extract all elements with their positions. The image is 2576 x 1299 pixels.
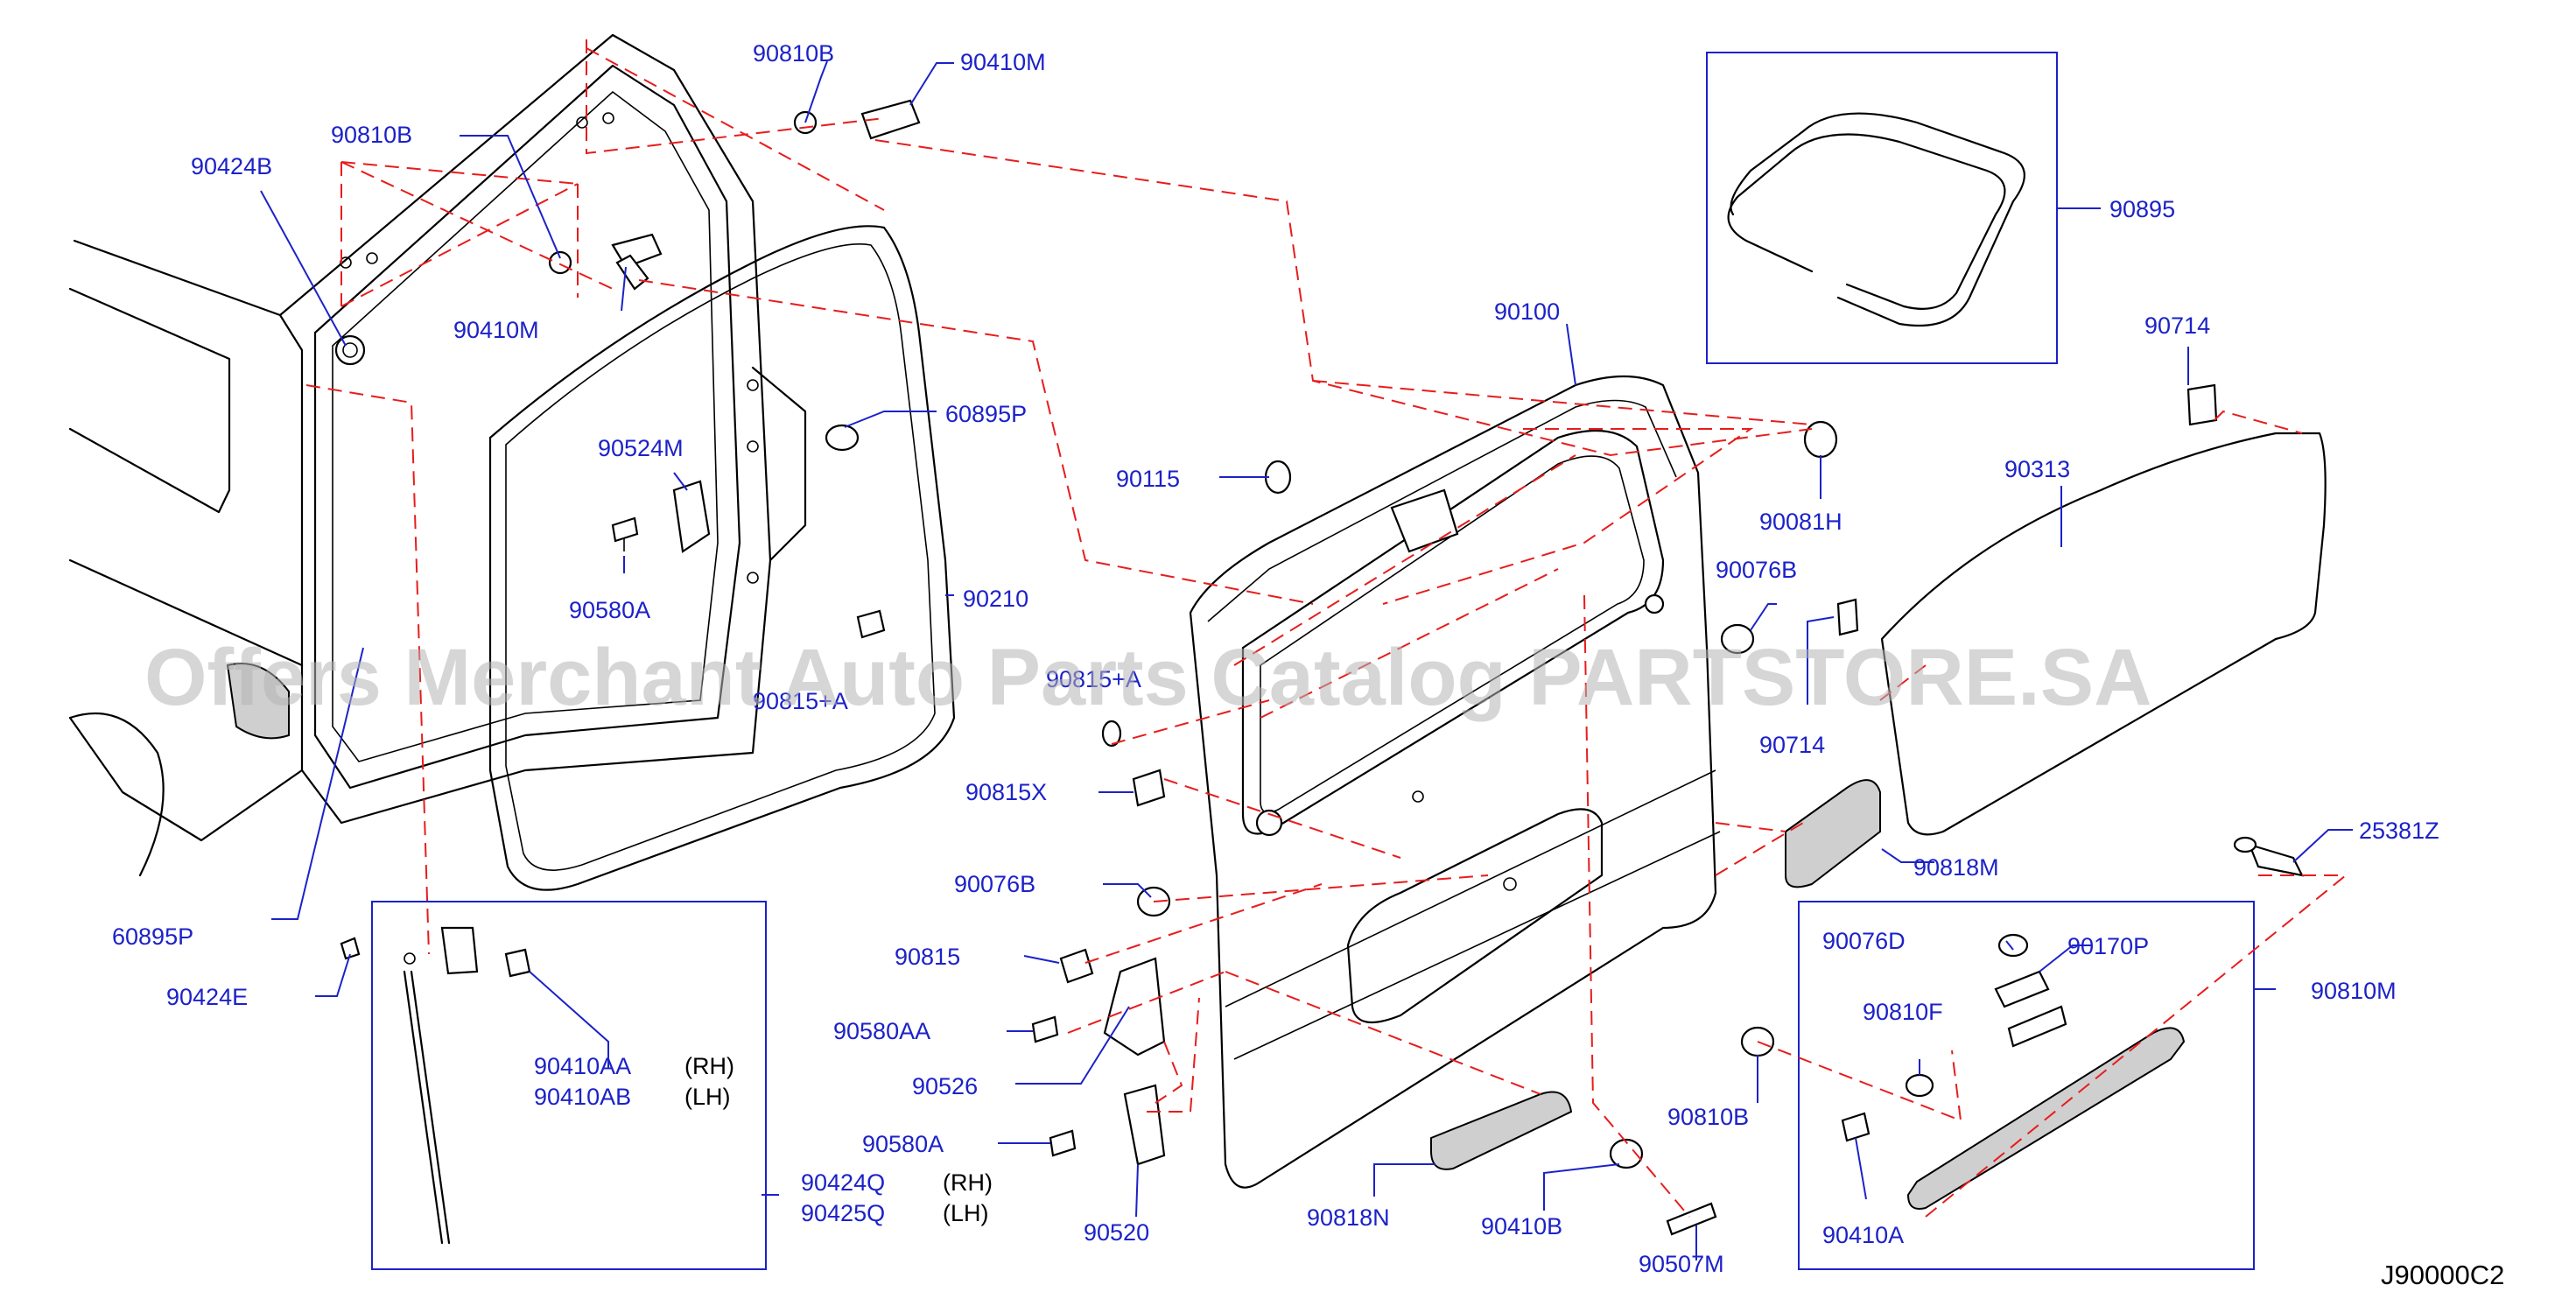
label-90810b-low: 90810B [1667, 1104, 1749, 1130]
box-90895 [1706, 52, 2058, 364]
label-90410m-left: 90410M [453, 317, 539, 343]
label-90410ab: 90410AB [534, 1084, 631, 1110]
label-90810m: 90810M [2311, 978, 2397, 1004]
label-90524m: 90524M [598, 435, 684, 461]
label-90424q: 90424Q [801, 1169, 885, 1196]
label-90526: 90526 [912, 1073, 978, 1099]
bumper-90815a-drawing [856, 609, 886, 639]
label-lh-1: (LH) [684, 1084, 731, 1110]
label-90580a: 90580A [569, 597, 650, 623]
label-90076b-left: 90076B [954, 871, 1035, 897]
hinge-90410m-left-drawing [548, 233, 663, 291]
plug-90115-drawing [1264, 460, 1292, 495]
label-90424e: 90424E [166, 984, 248, 1010]
label-90810b-top: 90810B [753, 40, 834, 67]
watermark: Offers Merchant Auto Parts Catalog PARTS… [144, 633, 2152, 722]
label-90425q: 90425Q [801, 1200, 885, 1226]
vehicle-body-drawing [68, 33, 807, 877]
label-90815x: 90815X [965, 779, 1047, 805]
label-90076b-right: 90076B [1716, 557, 1797, 583]
connector-25381z-drawing [2233, 836, 2304, 877]
clip-90815a-mid-drawing [1101, 720, 1122, 748]
label-90081h: 90081H [1759, 509, 1843, 535]
leader-lines [260, 60, 2353, 1270]
spacer-90714-mid-drawing [1836, 598, 1859, 636]
part-labels: 90810B 90410M 90810B 90424B 90410M 60895… [112, 40, 2439, 1277]
label-90815a-mid: 90815+A [1046, 666, 1141, 692]
label-90076d: 90076D [1822, 928, 1906, 954]
nut-90410b-drawing [1609, 1138, 1717, 1236]
label-90410m-top: 90410M [960, 49, 1046, 75]
hinge-90526-drawing [1031, 957, 1166, 1057]
hinge-90410m-top-drawing [793, 99, 921, 140]
label-90410b: 90410B [1481, 1213, 1562, 1239]
label-90313: 90313 [2004, 456, 2070, 482]
weatherstrip-90210-drawing [488, 225, 956, 891]
label-90410aa: 90410AA [534, 1053, 631, 1079]
garnish-90818n-drawing [1430, 1091, 1573, 1170]
glass-90313-drawing [1880, 432, 2327, 836]
bracket-90524m-drawing [611, 480, 711, 553]
grommet-60895p-drawing [825, 424, 860, 452]
cap-90081h-drawing [1803, 420, 1838, 459]
garnish-90818m-drawing [1785, 779, 1881, 888]
label-90410a: 90410A [1822, 1222, 1904, 1248]
label-90818n: 90818N [1307, 1204, 1390, 1231]
label-90714-top: 90714 [2144, 312, 2210, 339]
label-90810b-left: 90810B [331, 122, 412, 148]
hinge-90520-drawing [1049, 1084, 1166, 1166]
label-90424b: 90424B [191, 153, 272, 179]
back-door-90100-drawing [1189, 375, 1721, 1189]
label-90815a: 90815+A [753, 688, 848, 714]
label-25381z: 25381Z [2359, 818, 2439, 844]
label-90895: 90895 [2109, 196, 2175, 222]
box-90810m [1798, 901, 2255, 1270]
label-lh-2: (LH) [943, 1200, 989, 1226]
pad-90815x-drawing [1132, 769, 1166, 807]
label-90815: 90815 [895, 944, 960, 970]
label-90100: 90100 [1494, 298, 1560, 325]
label-90818m: 90818M [1913, 854, 1999, 881]
label-90714-mid: 90714 [1759, 732, 1825, 758]
label-90507m: 90507M [1639, 1251, 1724, 1277]
label-60895p-low: 60895P [112, 923, 193, 950]
label-90810f: 90810F [1863, 999, 1943, 1025]
spacer-90714-top-drawing [2186, 383, 2218, 426]
assembly-lines [305, 39, 2347, 1218]
label-90520: 90520 [1084, 1219, 1149, 1246]
label-90115: 90115 [1116, 466, 1180, 492]
label-90580aa: 90580AA [833, 1018, 930, 1044]
label-rh-1: (RH) [684, 1053, 734, 1079]
label-90210: 90210 [963, 586, 1028, 612]
stay-damper-90424q-drawing [340, 926, 531, 1245]
diagram-code: J90000C2 [2381, 1260, 2504, 1290]
label-60895p-mid: 60895P [945, 401, 1027, 427]
label-90580a-low: 90580A [862, 1131, 944, 1157]
nut-90076b-right-drawing [1720, 623, 1755, 655]
label-rh-2: (RH) [943, 1169, 993, 1196]
bumper-90815-drawing [1059, 948, 1094, 984]
label-90170p: 90170P [2067, 933, 2149, 959]
